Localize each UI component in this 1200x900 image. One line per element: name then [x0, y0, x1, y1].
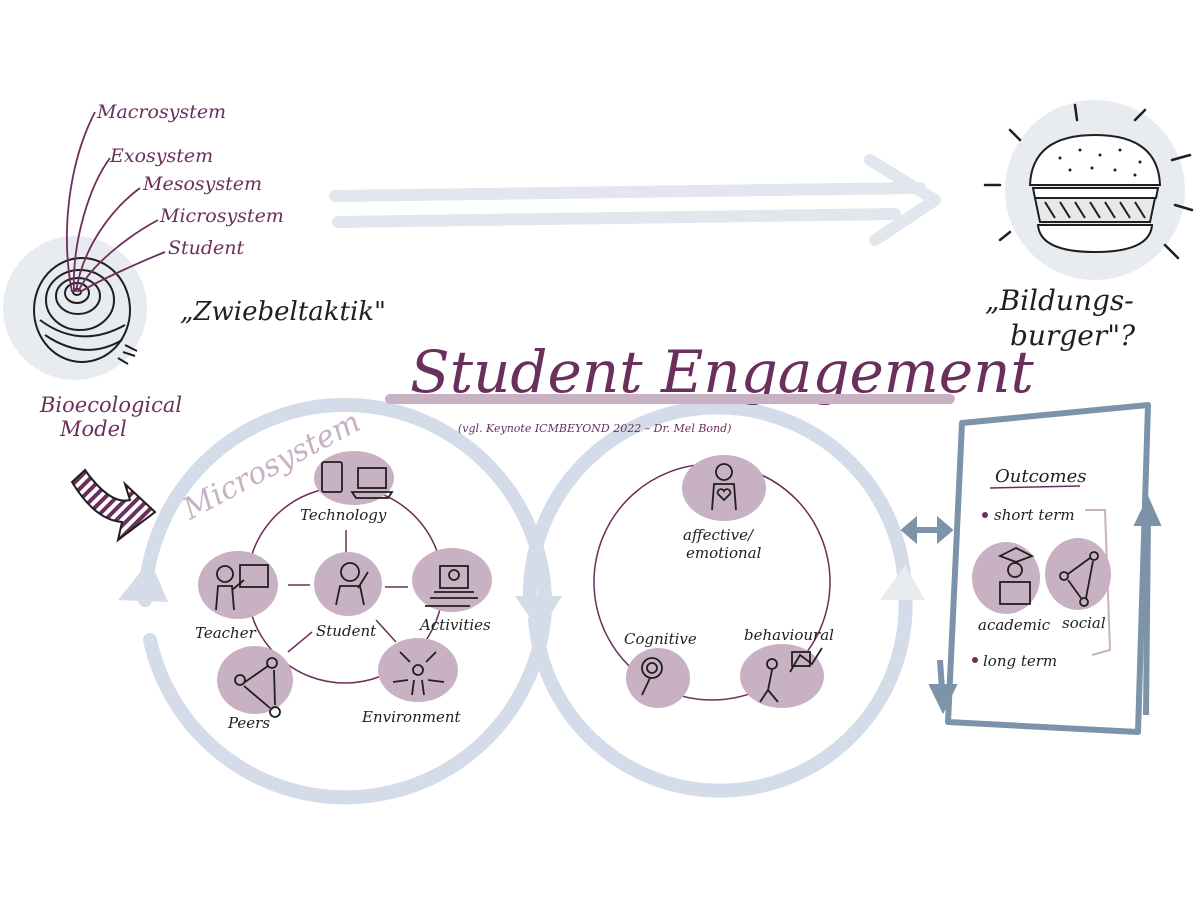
big-right-arrow — [329, 154, 941, 246]
source-note: (vgl. Keynote ICMBEYOND 2022 – Dr. Mel B… — [458, 422, 731, 435]
loop-arrowhead-middle — [515, 596, 562, 632]
outcomes-heading-underline — [989, 485, 1081, 489]
onion-layer-exosystem: Exosystem — [109, 145, 213, 167]
behavioural-blob — [740, 644, 824, 708]
onion-layer-microsystem: Microsystem — [159, 205, 284, 227]
student-label: Student — [316, 622, 377, 640]
onion-nickname: „Zwiebeltaktik" — [180, 297, 386, 327]
student-blob — [314, 552, 382, 616]
cognitive-label: Cognitive — [624, 630, 697, 648]
onion-layer-mesosystem: Mesosystem — [142, 173, 262, 195]
brain-target-icon — [641, 657, 663, 696]
double-arrow-icon — [900, 515, 954, 545]
microsystem-arrows — [287, 530, 408, 653]
outcomes-flow-arrows — [928, 495, 1162, 716]
burger-label-line1: „Bildungs- — [985, 284, 1134, 317]
activities-computer-icon — [425, 565, 478, 607]
social-label: social — [1062, 614, 1106, 632]
short-term-bullet — [982, 512, 988, 518]
onion-background-circle — [3, 236, 147, 380]
environment-blob — [378, 638, 458, 702]
social-blob — [1045, 538, 1111, 610]
environment-arrows-icon — [392, 651, 445, 696]
bioecological-model-line1: Bioecological — [39, 393, 182, 417]
teacher-label: Teacher — [195, 624, 257, 642]
bioecological-model-line2: Model — [59, 417, 127, 441]
title-underline — [385, 394, 955, 404]
affective-label-line1: affective/ — [683, 526, 755, 544]
loop-arrowhead-right — [880, 565, 925, 600]
heart-person-icon — [711, 463, 737, 511]
social-network-icon — [1059, 551, 1099, 607]
outcomes-heading: Outcomes — [995, 466, 1086, 487]
microsystem-loop — [138, 398, 553, 805]
running-chart-icon — [759, 647, 823, 703]
cognitive-blob — [626, 648, 690, 708]
environment-label: Environment — [361, 708, 462, 726]
short-term-label: short term — [994, 506, 1075, 524]
onion-layer-macrosystem: Macrosystem — [96, 101, 226, 123]
student-icon — [335, 562, 369, 606]
burger-icon — [1028, 133, 1162, 254]
technology-label: Technology — [300, 506, 387, 524]
affective-label-line2: emotional — [686, 544, 762, 562]
teacher-board-icon — [215, 564, 269, 611]
peers-blob — [217, 646, 293, 714]
loop-arrowhead-left — [118, 560, 168, 602]
hatched-arrow-icon — [70, 468, 157, 543]
activities-label: Activities — [418, 616, 491, 634]
long-term-label: long term — [983, 652, 1057, 670]
academic-label: academic — [978, 616, 1051, 634]
technology-blob — [314, 451, 394, 505]
burger-rays — [983, 103, 1194, 260]
graduate-icon — [997, 546, 1035, 605]
peers-network-icon — [234, 657, 281, 718]
peers-label: Peers — [227, 714, 270, 732]
onion-layer-student: Student — [168, 237, 245, 259]
affective-blob — [682, 455, 766, 521]
tablet-laptop-icon — [321, 461, 394, 499]
long-term-bullet — [972, 657, 978, 663]
onion-layer-leaders — [66, 111, 166, 293]
burger-label-line2: burger"? — [1010, 319, 1136, 352]
engagement-loop — [522, 400, 913, 798]
behavioural-label: behavioural — [744, 626, 834, 644]
